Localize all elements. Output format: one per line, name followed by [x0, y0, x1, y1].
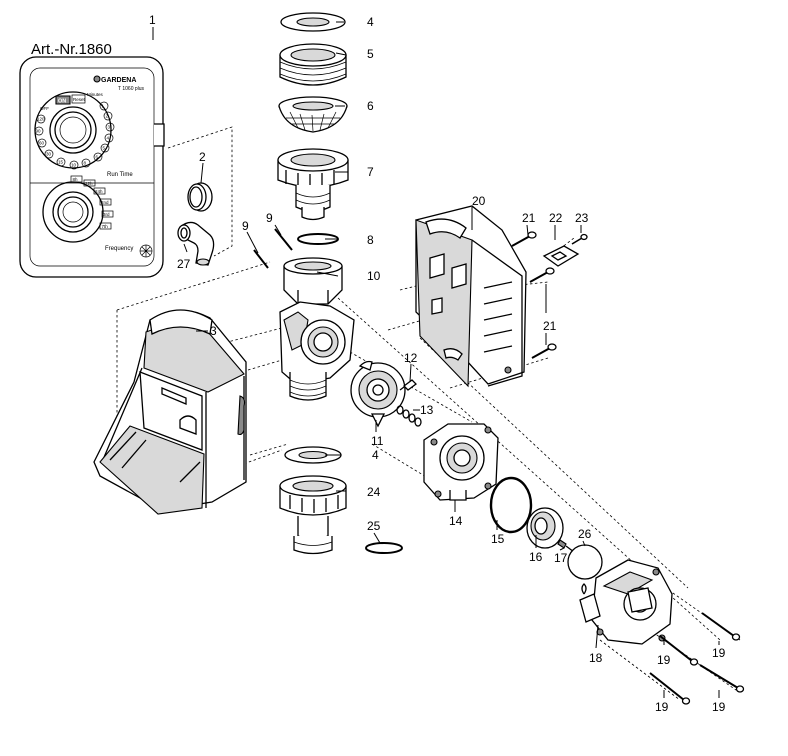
- label-part-20: 20: [472, 194, 486, 208]
- label-part-19-a: 19: [712, 646, 726, 660]
- part-cover-disc: [567, 544, 603, 580]
- minutes-label: Minutes: [87, 92, 104, 97]
- label-part-22: 22: [549, 211, 563, 225]
- label-part-21-right: 21: [543, 319, 557, 333]
- part-tap-connector: [277, 148, 349, 221]
- label-part-8: 8: [367, 233, 374, 247]
- part-large-o-ring: [489, 476, 533, 534]
- svg-text:2nd: 2nd: [101, 200, 109, 205]
- part-small-o-ring: [365, 542, 403, 554]
- svg-text:1: 1: [102, 104, 105, 109]
- on-label: ON: [58, 99, 66, 105]
- svg-text:6: 6: [96, 155, 99, 160]
- label-part-4-top: 4: [367, 15, 374, 29]
- label-part-4-bottom: 4: [372, 448, 379, 462]
- off-label: OFF: [40, 106, 49, 111]
- svg-text:5: 5: [103, 146, 106, 151]
- part-sealing-ring: [187, 182, 213, 212]
- svg-text:24h: 24h: [95, 189, 103, 194]
- label-part-3: 3: [210, 324, 217, 338]
- part-diaphragm: [350, 360, 406, 428]
- part-clip-plate: [542, 245, 580, 267]
- label-part-11: 11: [371, 434, 384, 448]
- label-part-19-b: 19: [657, 653, 671, 667]
- svg-text:3: 3: [108, 125, 111, 130]
- article-number: Art.-Nr.1860: [31, 41, 112, 58]
- svg-text:2: 2: [106, 114, 109, 119]
- label-part-14: 14: [449, 514, 463, 528]
- model-label: T 1060 plus: [118, 86, 145, 92]
- leader-lines: [152, 21, 720, 698]
- svg-text:15: 15: [58, 160, 64, 165]
- label-part-9-left: 9: [242, 219, 249, 233]
- part-tiny-screw: [571, 233, 588, 245]
- svg-text:90: 90: [36, 129, 42, 134]
- part-valve-body: [279, 301, 355, 401]
- label-part-18: 18: [589, 651, 603, 665]
- reset-label: Reset: [73, 97, 86, 102]
- fan-icon: [139, 244, 153, 258]
- label-part-13: 13: [420, 403, 434, 417]
- part-timer-front-panel: GARDENA T 1060 plus 1 2 3 4 5: [19, 56, 165, 278]
- label-part-24: 24: [367, 485, 381, 499]
- part-hose-connector: [279, 475, 347, 555]
- svg-text:8h: 8h: [73, 177, 79, 182]
- label-part-7: 7: [367, 165, 374, 179]
- label-part-15: 15: [491, 532, 505, 546]
- part-flat-seal-top: [280, 12, 346, 32]
- svg-text:30: 30: [46, 152, 52, 157]
- part-pin-right: [274, 228, 293, 251]
- brand-label: GARDENA: [101, 77, 136, 84]
- run-time-dial-marks: [34, 101, 115, 170]
- label-part-16: 16: [529, 550, 543, 564]
- svg-text:4: 4: [107, 136, 110, 141]
- frequency-label: Frequency: [105, 246, 133, 252]
- label-part-9-right: 9: [266, 211, 273, 225]
- part-valve-pin: [399, 379, 417, 391]
- svg-text:3rd: 3rd: [103, 212, 110, 217]
- frequency-dial-marks: [70, 175, 114, 230]
- label-part-23: 23: [575, 211, 589, 225]
- label-part-19-d: 19: [712, 700, 726, 714]
- label-part-21-top: 21: [522, 211, 536, 225]
- svg-text:8: 8: [84, 161, 87, 166]
- svg-text:10: 10: [71, 163, 77, 168]
- svg-text:120: 120: [37, 117, 45, 122]
- label-part-26: 26: [578, 527, 592, 541]
- part-nut-housing: [283, 257, 343, 305]
- label-part-25: 25: [367, 519, 381, 533]
- part-valve-sleeve: [526, 507, 564, 549]
- label-part-12: 12: [404, 351, 418, 365]
- label-part-2: 2: [199, 150, 206, 164]
- part-filter-basket: [278, 96, 348, 133]
- label-part-6: 6: [367, 99, 374, 113]
- svg-text:60: 60: [39, 141, 45, 146]
- label-part-17: 17: [554, 551, 568, 565]
- part-long-screws: [649, 612, 745, 705]
- part-threaded-adapter: [279, 43, 347, 86]
- part-rear-housing: [415, 205, 527, 388]
- label-part-1: 1: [149, 13, 156, 27]
- label-part-27: 27: [177, 257, 191, 271]
- part-solenoid-unit: [579, 559, 673, 645]
- label-part-5: 5: [367, 47, 374, 61]
- svg-text:7th: 7th: [102, 224, 109, 229]
- part-labels: Art.-Nr.1860 1 2 3 4 4 5 6 7 8 9 9 10 11…: [31, 13, 726, 714]
- run-time-label: Run Time: [107, 172, 133, 178]
- part-spring: [396, 405, 422, 427]
- svg-text:12h: 12h: [85, 181, 93, 186]
- part-mounting-bracket: [93, 309, 247, 515]
- label-part-19-c: 19: [655, 700, 669, 714]
- label-part-10: 10: [367, 269, 381, 283]
- part-valve-cover: [423, 423, 499, 501]
- part-elbow-connector: [177, 221, 215, 266]
- part-pin-left: [253, 249, 269, 269]
